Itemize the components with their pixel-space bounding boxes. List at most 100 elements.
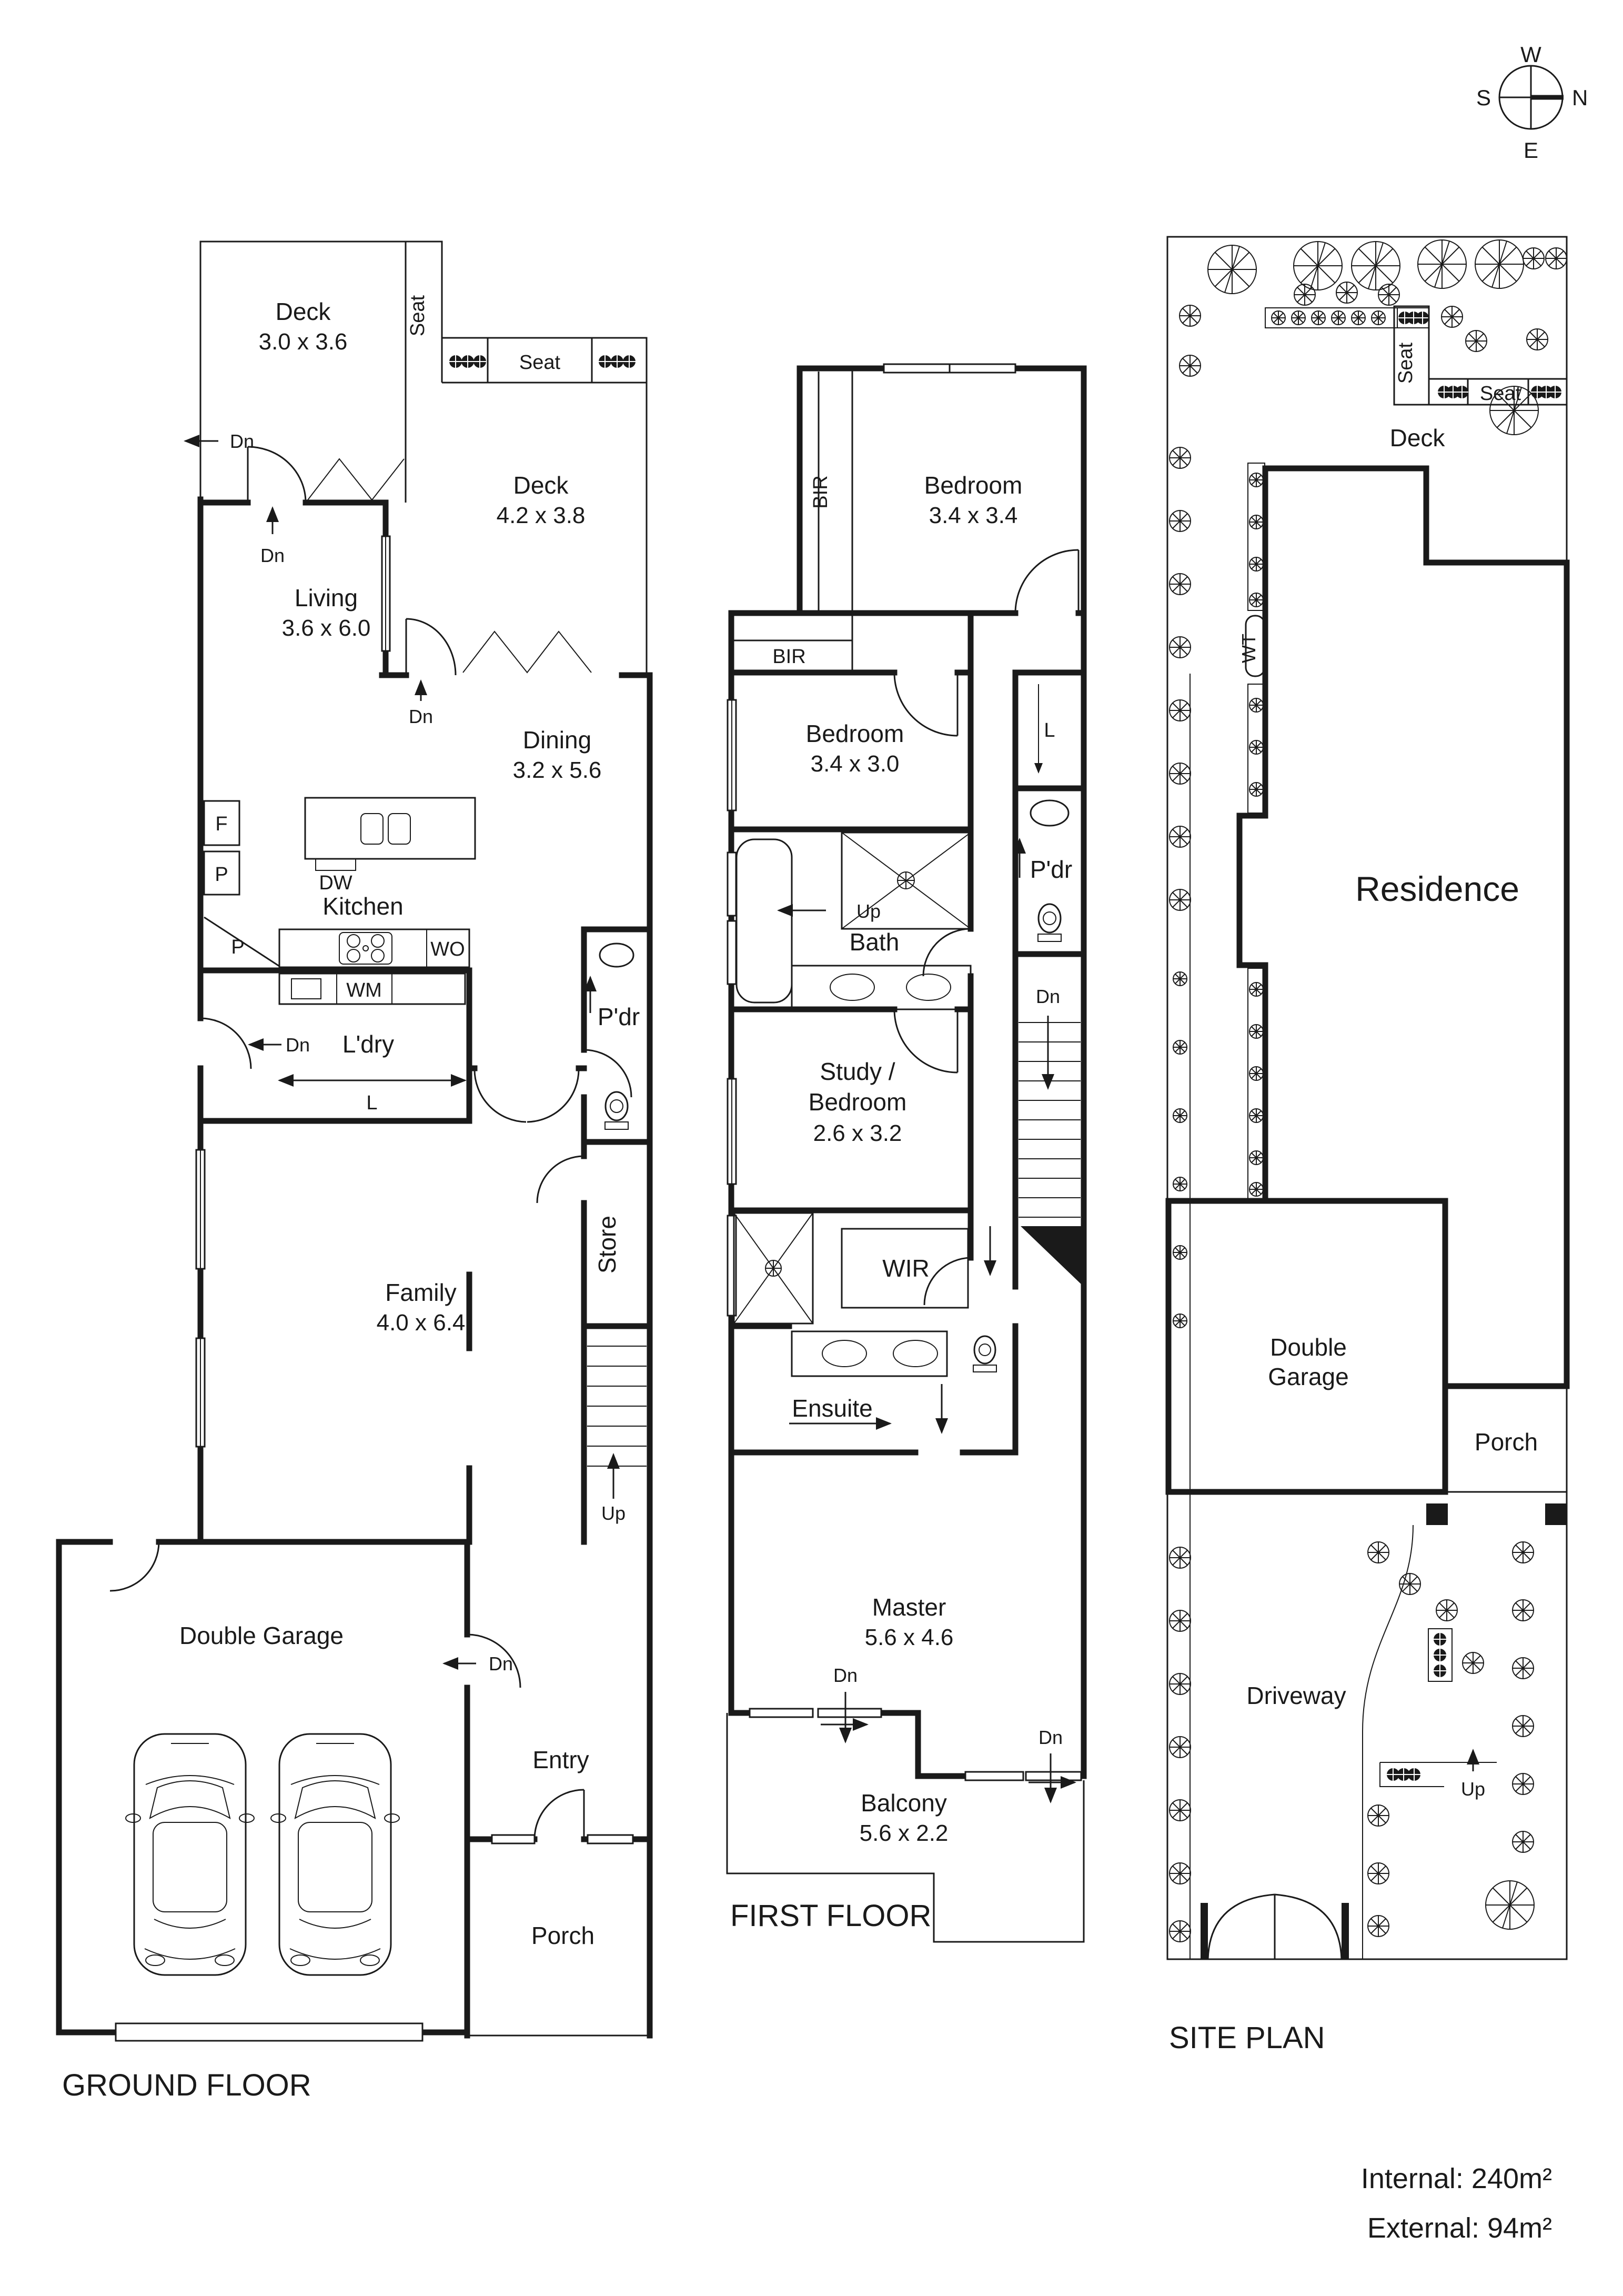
ff-windows xyxy=(727,363,1082,1781)
site-boundary xyxy=(1166,236,1568,1960)
ff-up-label: Up xyxy=(856,900,881,922)
site-residence xyxy=(1165,465,1570,1495)
site-gates xyxy=(1201,1893,1349,1960)
ff-ensuite-fixtures xyxy=(791,1330,997,1377)
site-plan: Seat Seat Deck WT Residence Double Garag… xyxy=(1165,236,1570,2055)
site-deck-label: Deck xyxy=(1390,424,1446,452)
ff-title: FIRST FLOOR xyxy=(730,1899,931,1933)
gf-store-label: Store xyxy=(593,1216,621,1274)
gf-fridge-label: F xyxy=(215,813,227,835)
compass-n: N xyxy=(1572,85,1588,110)
compass-e: E xyxy=(1524,138,1538,163)
gf-up-label: Up xyxy=(601,1502,626,1524)
gf-deck1-dim: 3.0 x 3.6 xyxy=(259,329,348,355)
gf-kitchen-label: Kitchen xyxy=(322,893,403,920)
site-garage-line1: Double xyxy=(1270,1334,1347,1361)
ff-wir-fixtures xyxy=(733,1212,969,1325)
gf-deck-structures xyxy=(199,240,648,675)
ff-bedroom2-label: Bedroom xyxy=(806,720,904,747)
ff-balcony-dim: 5.6 x 2.2 xyxy=(860,1820,949,1846)
gf-dn-ldry: Dn xyxy=(286,1034,310,1056)
site-wt-label: WT xyxy=(1238,634,1259,663)
gf-dining-label: Dining xyxy=(523,726,591,754)
ff-arrows xyxy=(777,838,1076,1803)
ff-pdr-fixtures xyxy=(1030,799,1070,942)
gf-stairs xyxy=(587,1326,647,1467)
ff-dn-balcony1: Dn xyxy=(833,1665,858,1686)
gf-ldry-label: L'dry xyxy=(342,1030,394,1058)
gf-windows xyxy=(115,535,634,2042)
fridge-box xyxy=(203,800,240,846)
gf-deck2-dim: 4.2 x 3.8 xyxy=(497,503,586,528)
gf-deck1-label: Deck xyxy=(276,298,331,325)
gf-dn-deck1: Dn xyxy=(230,430,254,452)
gf-doors xyxy=(109,446,632,1840)
gf-wm-label: WM xyxy=(346,979,382,1001)
ff-master-dim: 5.6 x 4.6 xyxy=(865,1625,954,1650)
external-area: External: 94m² xyxy=(1367,2212,1552,2244)
site-porch-label: Porch xyxy=(1475,1428,1538,1456)
ff-stairs xyxy=(1019,1022,1084,1287)
gf-dn-deck2: Dn xyxy=(409,706,433,727)
gf-dining-dim: 3.2 x 5.6 xyxy=(513,757,602,783)
gf-deck2-label: Deck xyxy=(513,472,569,499)
gf-living-dim: 3.6 x 6.0 xyxy=(282,615,371,641)
gf-dn-living-door: Dn xyxy=(260,545,285,566)
gf-family-label: Family xyxy=(385,1279,456,1306)
car-1 xyxy=(125,1733,255,1976)
site-seat-h-label: Seat xyxy=(1480,383,1521,405)
ff-linen-label: L xyxy=(1044,719,1055,741)
site-seats xyxy=(1393,305,1567,406)
gf-seat-horizontal-label: Seat xyxy=(519,352,561,374)
ff-study-dim: 2.6 x 3.2 xyxy=(813,1120,902,1146)
first-floor-plan: BIR Bedroom 3.4 x 3.4 BIR Bedroom 3.4 x … xyxy=(726,363,1087,1943)
ff-bedroom1-label: Bedroom xyxy=(924,472,1023,499)
gf-dw-label: DW xyxy=(319,872,352,894)
ff-bath-label: Bath xyxy=(850,928,900,956)
gf-family-dim: 4.0 x 6.4 xyxy=(377,1310,466,1336)
gf-title: GROUND FLOOR xyxy=(62,2068,311,2102)
ff-bir-strips xyxy=(731,368,853,673)
ff-wir-label: WIR xyxy=(882,1255,929,1282)
area-totals: Internal: 240m² External: 94m² xyxy=(1361,2163,1552,2244)
ff-balcony-label: Balcony xyxy=(861,1789,947,1817)
ff-bath-fixtures xyxy=(735,831,972,1010)
ff-study-line1: Study / xyxy=(820,1058,895,1085)
ff-study-line2: Bedroom xyxy=(809,1088,907,1116)
gf-pdr-fixtures xyxy=(599,943,634,1130)
site-garage-line2: Garage xyxy=(1268,1363,1348,1390)
gf-kitchen-fixtures xyxy=(203,797,476,1005)
ground-floor-plan: Deck 3.0 x 3.6 Seat Seat Deck 4.2 x 3.8 … xyxy=(56,240,653,2102)
gf-dn-garage: Dn xyxy=(489,1653,513,1675)
gf-entry-label: Entry xyxy=(532,1746,589,1773)
ff-ensuite-label: Ensuite xyxy=(792,1395,872,1422)
ff-balcony-outline xyxy=(726,1713,1085,1943)
ff-doors xyxy=(893,549,1080,1306)
gf-garage-label: Double Garage xyxy=(179,1622,344,1649)
car-2 xyxy=(270,1733,400,1976)
ff-dn-balcony2: Dn xyxy=(1039,1727,1063,1748)
ff-bir1-label: BIR xyxy=(810,475,832,508)
site-title: SITE PLAN xyxy=(1169,2021,1325,2055)
compass-w: W xyxy=(1520,42,1541,67)
ff-walls xyxy=(728,365,1087,1779)
site-seat-v-label: Seat xyxy=(1395,342,1417,384)
pantry-box xyxy=(203,850,240,896)
gf-porch-label: Porch xyxy=(531,1922,594,1949)
site-driveway-label: Driveway xyxy=(1246,1682,1346,1709)
site-trees-left xyxy=(1169,447,1191,1959)
gf-pantry-label: P xyxy=(215,864,228,886)
internal-area: Internal: 240m² xyxy=(1361,2163,1552,2194)
gf-living-label: Living xyxy=(295,584,358,611)
ff-bir2-label: BIR xyxy=(772,646,805,668)
compass-s: S xyxy=(1476,85,1491,110)
hob-icon xyxy=(339,932,392,965)
ff-bedroom2-dim: 3.4 x 3.0 xyxy=(811,751,900,777)
ff-dn-stairs: Dn xyxy=(1036,986,1060,1007)
gf-pdr-label: P'dr xyxy=(598,1003,640,1030)
gf-wo-label: WO xyxy=(430,938,465,960)
compass: W S N E xyxy=(1476,42,1588,163)
site-residence-label: Residence xyxy=(1355,869,1519,908)
site-up-label: Up xyxy=(1461,1778,1485,1800)
